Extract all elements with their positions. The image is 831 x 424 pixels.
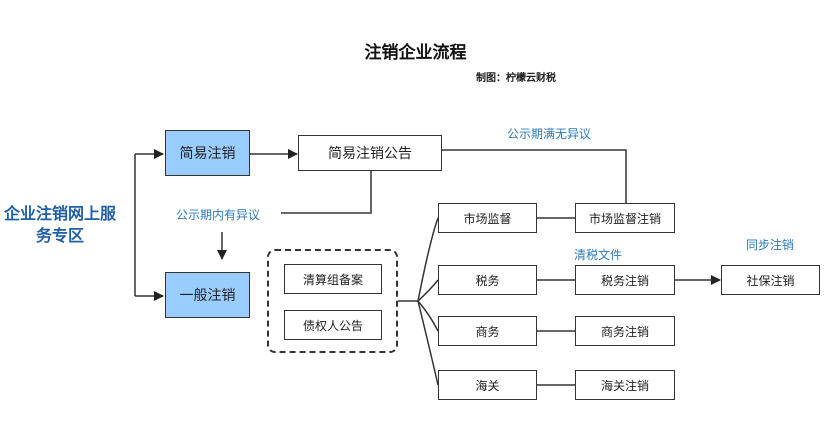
node-liquidation: 清算组备案 xyxy=(284,264,382,294)
connector-branch-commerce xyxy=(417,300,439,332)
node-simple-cancel: 简易注销 xyxy=(165,130,250,176)
connector-notice-objection xyxy=(281,171,372,214)
node-customs-cancel: 海关注销 xyxy=(575,370,675,400)
connector-branch-market xyxy=(417,217,439,302)
node-tax: 税务 xyxy=(438,265,537,295)
zone-label: 企业注销网上服务专区 xyxy=(4,204,117,245)
node-commerce: 商务 xyxy=(438,316,537,346)
node-commerce-cancel: 商务注销 xyxy=(575,316,675,346)
node-social-cancel: 社保注销 xyxy=(721,265,820,295)
connector-branch-customs xyxy=(417,300,439,386)
liquidation-group xyxy=(267,249,398,353)
node-creditor-notice: 债权人公告 xyxy=(284,310,382,340)
node-general-cancel: 一般注销 xyxy=(165,272,250,318)
label-has-objection: 公示期内有异议 xyxy=(176,208,261,222)
node-simple-notice: 简易注销公告 xyxy=(298,135,442,171)
connector-branch-tax xyxy=(417,279,439,302)
label-sync-cancel: 同步注销 xyxy=(746,238,795,252)
node-market-cancel: 市场监督注销 xyxy=(575,203,675,233)
node-customs: 海关 xyxy=(438,370,537,400)
credit-label: 制图：柠檬云财税 xyxy=(476,73,556,84)
node-market-supervision: 市场监督 xyxy=(438,203,537,233)
label-no-objection: 公示期满无异议 xyxy=(507,127,592,141)
connector-notice-to-market-cancel xyxy=(442,149,627,203)
page-title: 注销企业流程 xyxy=(364,43,467,63)
node-tax-cancel: 税务注销 xyxy=(575,265,675,295)
label-tax-clearance: 清税文件 xyxy=(574,248,623,262)
